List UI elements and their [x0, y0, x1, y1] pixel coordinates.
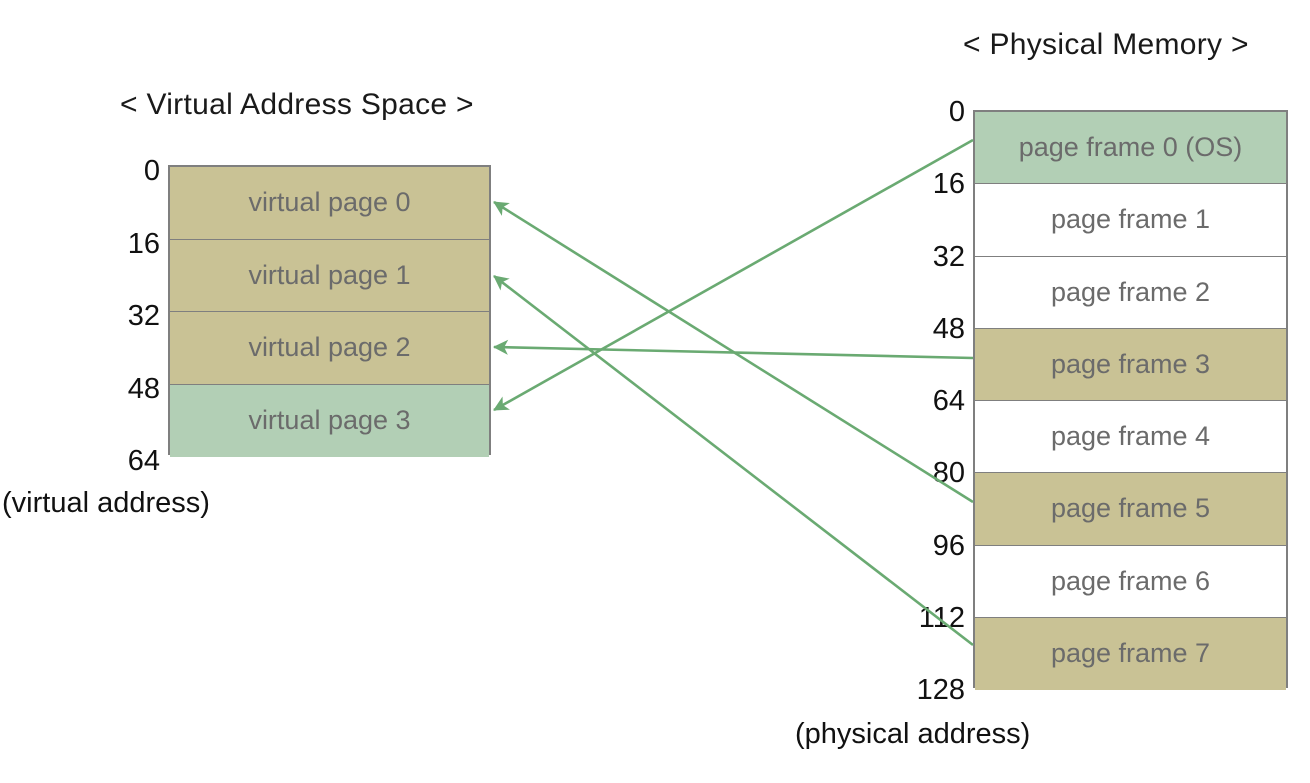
virtual-address-tick: 64 — [127, 445, 160, 477]
virtual-address-caption: (virtual address) — [2, 487, 210, 519]
virtual-page-row-2: virtual page 2 — [170, 312, 489, 385]
page-frame-row-label: page frame 7 — [1050, 638, 1211, 669]
mapping-arrow-vp2-from-pf3 — [492, 339, 974, 360]
page-frame-row-6: page frame 6 — [975, 545, 1286, 618]
physical-address-tick: 0 — [948, 96, 965, 128]
virtual-page-row-label: virtual page 1 — [248, 259, 411, 290]
virtual-page-row-3: virtual page 3 — [170, 384, 489, 457]
page-frame-row-0: page frame 0 (OS) — [975, 112, 1286, 185]
page-frame-row-label: page frame 6 — [1050, 565, 1211, 596]
virtual-address-tick: 32 — [127, 300, 160, 332]
page-frame-row-label: page frame 4 — [1050, 421, 1211, 452]
virtual-address-tick: 16 — [127, 227, 160, 260]
page-frame-row-label: page frame 3 — [1050, 348, 1211, 379]
virtual-page-row-label: virtual page 3 — [248, 405, 411, 436]
virtual-page-row-label: virtual page 2 — [248, 332, 411, 363]
physical-address-tick: 80 — [932, 457, 965, 490]
virtual-page-row-label: virtual page 0 — [248, 187, 411, 218]
physical-memory-title: < Physical Memory > — [963, 28, 1249, 61]
virtual-address-space-table: virtual page 0 virtual page 1 virtual page… — [168, 165, 491, 457]
virtual-address-space-title: < Virtual Address Space > — [120, 88, 474, 121]
page-frame-row-label: page frame 2 — [1050, 276, 1211, 307]
page-frame-row-2: page frame 2 — [975, 256, 1286, 329]
page-frame-row-5: page frame 5 — [975, 473, 1286, 546]
virtual-address-tick: 0 — [143, 155, 160, 187]
page-frame-row-1: page frame 1 — [975, 184, 1286, 257]
page-frame-row-label: page frame 0 (OS) — [1018, 132, 1243, 163]
virtual-address-tick: 48 — [127, 372, 160, 405]
physical-address-tick: 128 — [916, 674, 965, 706]
physical-address-tick: 16 — [932, 168, 965, 201]
physical-address-tick: 48 — [932, 312, 965, 345]
page-frame-row-label: page frame 1 — [1050, 204, 1211, 235]
physical-address-tick: 32 — [932, 240, 965, 273]
page-frame-row-3: page frame 3 — [975, 328, 1286, 401]
virtual-page-row-0: virtual page 0 — [170, 167, 489, 240]
physical-memory-table: page frame 0 (OS) page frame 1 page frame … — [973, 110, 1288, 690]
page-frame-row-7: page frame 7 — [975, 617, 1286, 690]
physical-address-tick: 112 — [918, 601, 965, 634]
physical-address-tick: 96 — [932, 529, 965, 562]
physical-address-caption: (physical address) — [795, 718, 1031, 750]
physical-address-tick: 64 — [932, 385, 965, 417]
virtual-page-row-1: virtual page 1 — [170, 239, 489, 312]
page-frame-row-label: page frame 5 — [1050, 493, 1211, 524]
page-frame-row-4: page frame 4 — [975, 401, 1286, 474]
